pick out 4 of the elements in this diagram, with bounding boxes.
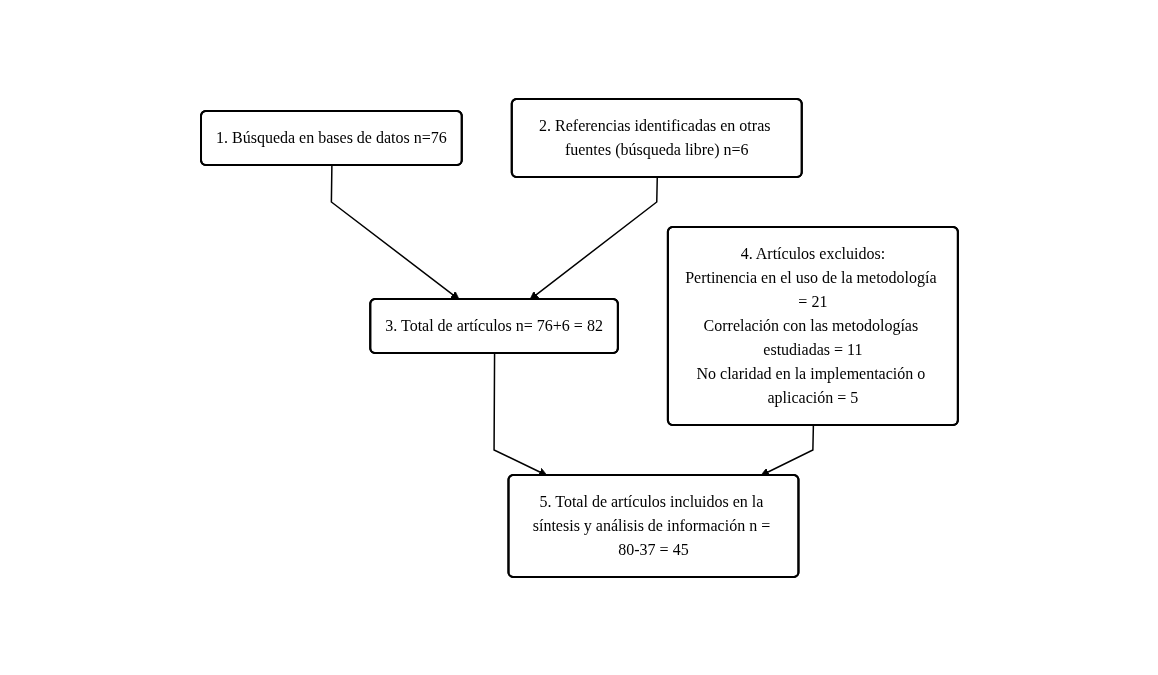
- arrow: [330, 164, 460, 300]
- arrow: [492, 352, 547, 476]
- arrow: [529, 176, 658, 300]
- arrow: [760, 424, 814, 476]
